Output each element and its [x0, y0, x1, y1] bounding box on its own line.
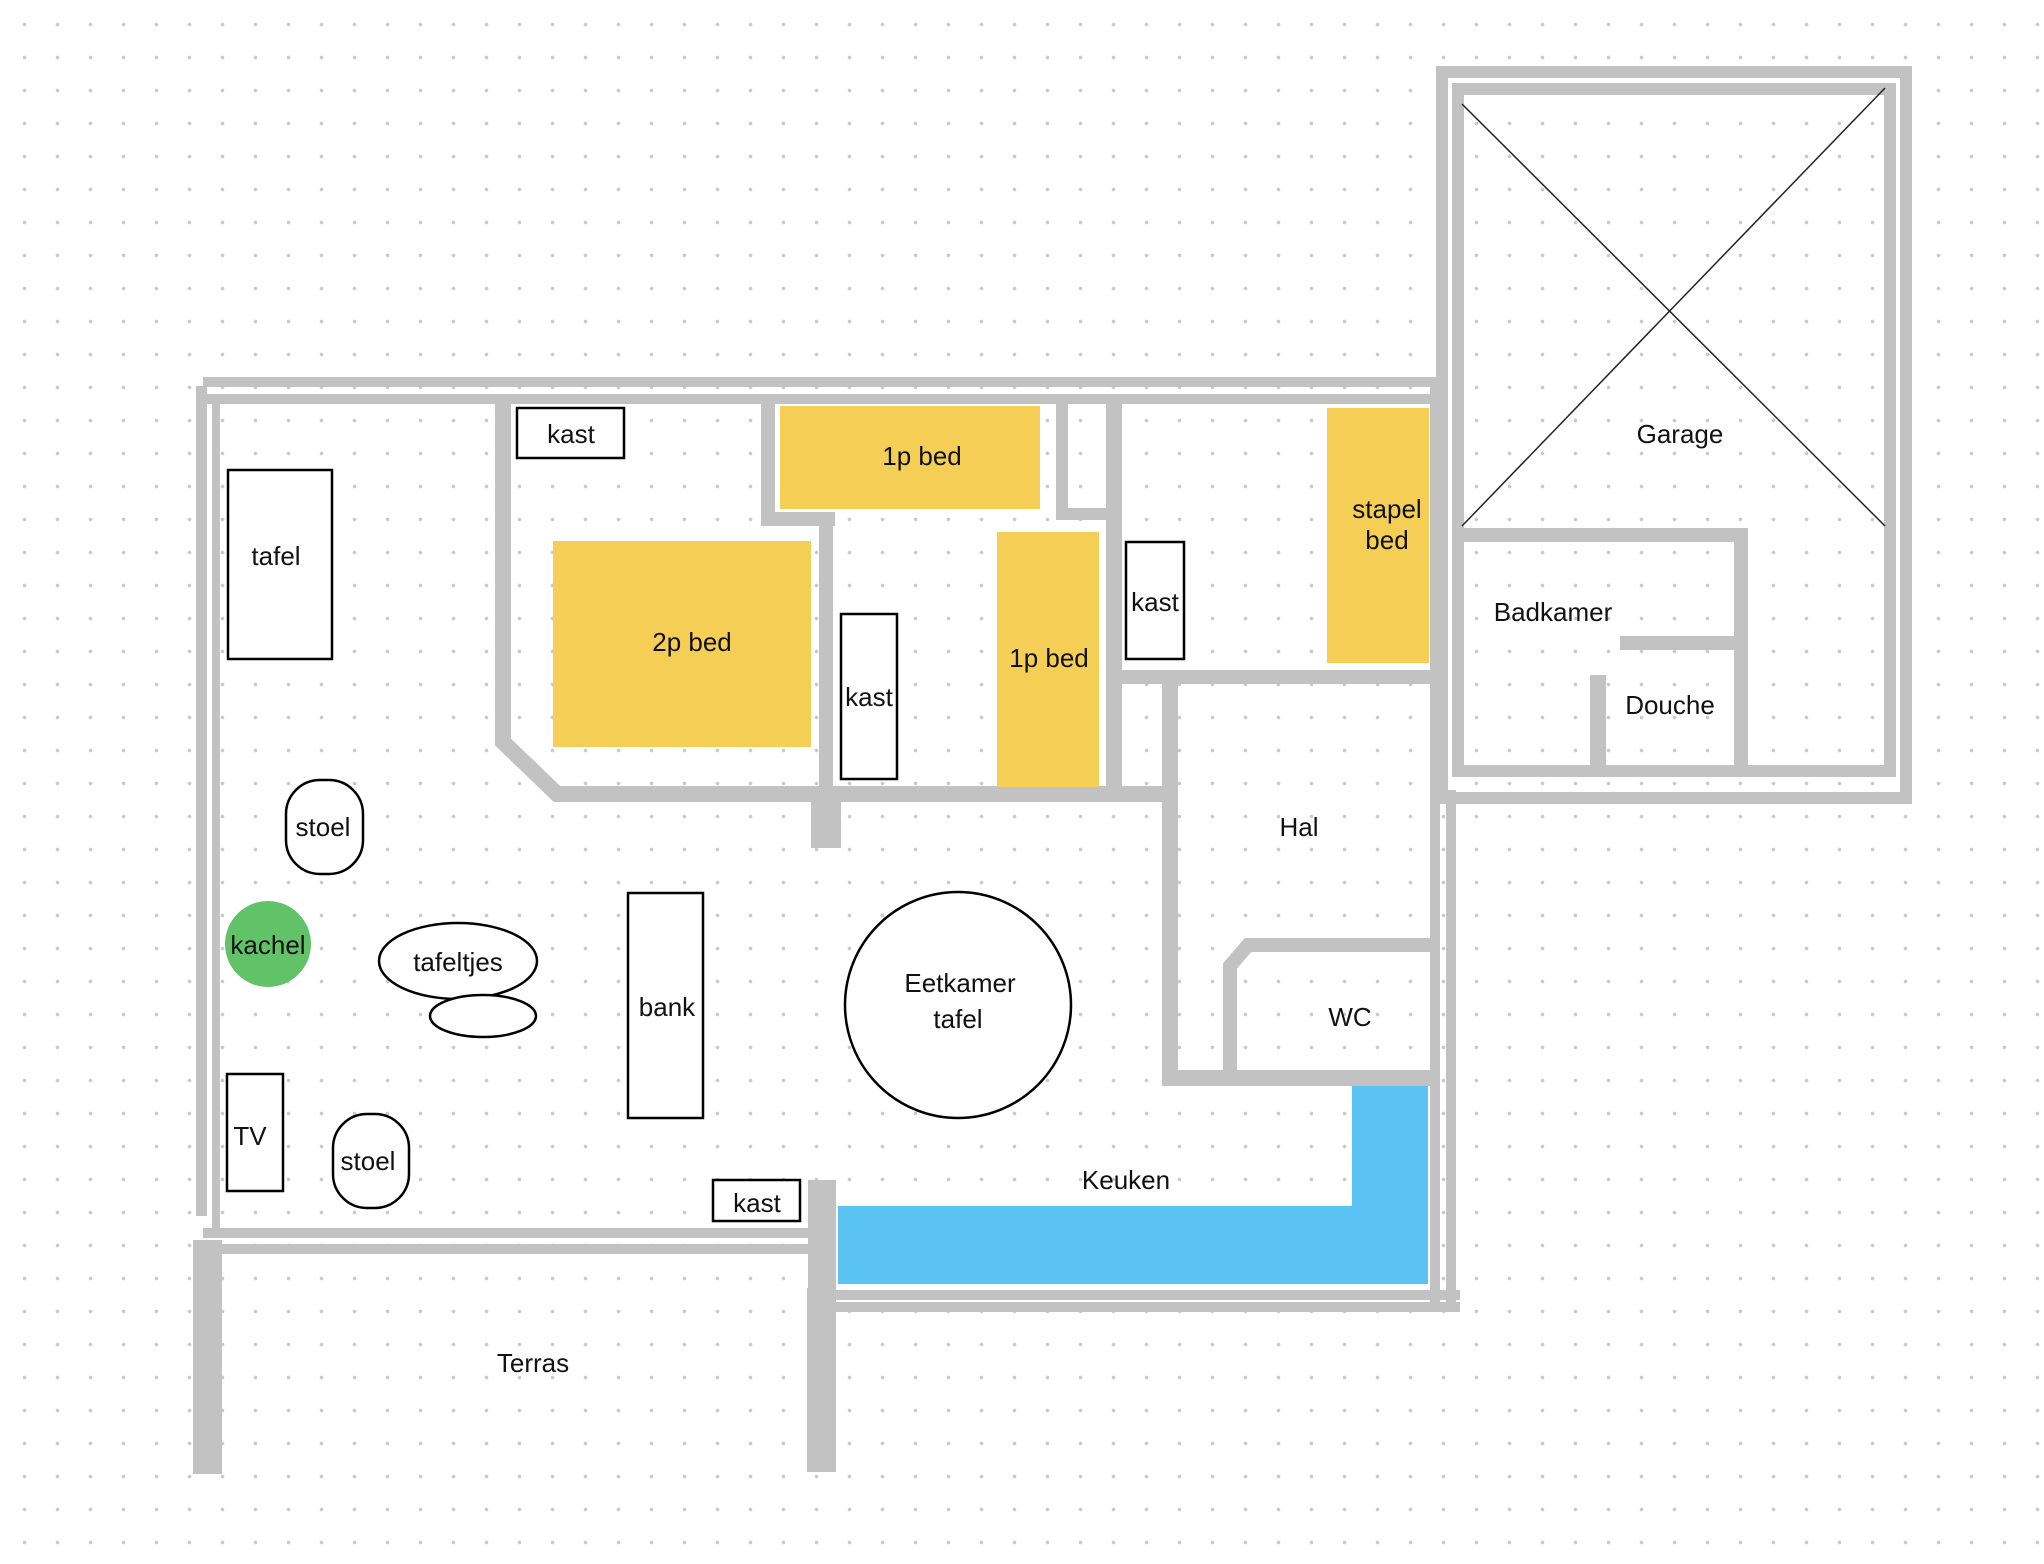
- label-hal: Hal: [1279, 812, 1318, 842]
- wall-nook-right: [1106, 400, 1122, 794]
- wall-douche-left: [1590, 675, 1606, 771]
- eetkamer-tafel: [843, 890, 1073, 1120]
- wall-garage-inner: [1452, 83, 1896, 777]
- bed-1p-top: [780, 406, 1040, 509]
- wall-top-inner: [203, 394, 1436, 404]
- wall-living-bottom-1: [203, 1228, 823, 1238]
- tafel: [226, 468, 334, 661]
- wall-terrace-right: [807, 1288, 836, 1472]
- wall-nook-bottom: [1056, 508, 1112, 520]
- label-bank: bank: [639, 992, 696, 1022]
- label-stoel-top: stoel: [296, 812, 351, 842]
- label-bed-2p: 2p bed: [652, 627, 732, 657]
- kast-right: [1124, 540, 1186, 661]
- kast-top: [515, 406, 626, 460]
- wall-hal-left: [1162, 684, 1178, 1084]
- label-kast-mid: kast: [845, 682, 893, 712]
- wall-right-2: [1446, 790, 1456, 1312]
- wall-bedroom-stub: [811, 794, 841, 848]
- walls: [193, 66, 1912, 1474]
- kachel: [225, 901, 311, 987]
- label-tv: TV: [233, 1121, 267, 1151]
- wall-kitchen-bottom-1: [820, 1290, 1460, 1300]
- wall-kitchen-left: [820, 1228, 830, 1298]
- label-stapel-bed-line1: stapel: [1352, 494, 1421, 524]
- wall-garage-outer: [1436, 66, 1912, 804]
- kast-bottom: [711, 1178, 802, 1223]
- label-kast-bottom: kast: [733, 1188, 781, 1218]
- wall-kitchen-bottom-2: [820, 1302, 1460, 1312]
- label-eetkamer-line2: tafel: [933, 1004, 982, 1034]
- label-douche: Douche: [1625, 690, 1715, 720]
- label-kast-top: kast: [547, 419, 595, 449]
- wall-left-inner: [212, 400, 220, 1230]
- label-badkamer: Badkamer: [1494, 597, 1613, 627]
- wall-terrace-left: [193, 1240, 222, 1474]
- label-eetkamer-line1: Eetkamer: [904, 968, 1016, 998]
- room-labels: kast 1p bed Garage tafel stapel bed 2p b…: [230, 419, 1723, 1378]
- garage-cross-line-2: [1461, 87, 1886, 527]
- label-terras: Terras: [497, 1348, 569, 1378]
- bed-stapel: [1327, 408, 1429, 663]
- stoel-bottom: [331, 1112, 411, 1210]
- label-bed-1p-top: 1p bed: [882, 441, 962, 471]
- tafeltje-2: [428, 993, 538, 1039]
- label-wc: WC: [1328, 1002, 1371, 1032]
- label-bed-1p-right: 1p bed: [1009, 643, 1089, 673]
- label-tafel: tafel: [251, 541, 300, 571]
- kast-mid: [839, 612, 899, 781]
- tv: [225, 1072, 285, 1193]
- bed-1p-right: [997, 532, 1099, 787]
- wall-garage-divider: [1458, 528, 1748, 542]
- wall-top-outer: [203, 377, 1436, 387]
- wall-douche-top: [1620, 636, 1744, 650]
- label-tafeltjes: tafeltjes: [413, 947, 503, 977]
- wall-bedroom-2p: [495, 400, 1176, 802]
- label-keuken: Keuken: [1082, 1165, 1170, 1195]
- label-kast-right: kast: [1131, 587, 1179, 617]
- label-stapel-bed-line2: bed: [1365, 525, 1408, 555]
- label-garage: Garage: [1637, 419, 1724, 449]
- garage-cross-line-1: [1461, 103, 1886, 527]
- label-kachel: kachel: [230, 930, 305, 960]
- wall-nook-left: [1056, 400, 1068, 516]
- wall-bedroom-divider-h: [761, 512, 835, 526]
- bank: [626, 891, 705, 1120]
- wall-left-outer: [196, 386, 207, 1216]
- stoel-top: [284, 778, 365, 876]
- kitchen-counter: [838, 1086, 1428, 1284]
- wall-wc: [1223, 938, 1440, 1078]
- wall-right-1: [1430, 386, 1440, 1312]
- wall-hal-bottom: [1162, 1070, 1440, 1086]
- bed-2p: [553, 541, 811, 747]
- wall-bedroom-divider-top: [761, 400, 775, 526]
- wall-living-bottom-2: [203, 1244, 823, 1254]
- wall-bedroom-divider-v: [819, 512, 833, 794]
- label-stoel-bottom: stoel: [341, 1146, 396, 1176]
- wall-bedroom3-bottom: [1114, 670, 1440, 684]
